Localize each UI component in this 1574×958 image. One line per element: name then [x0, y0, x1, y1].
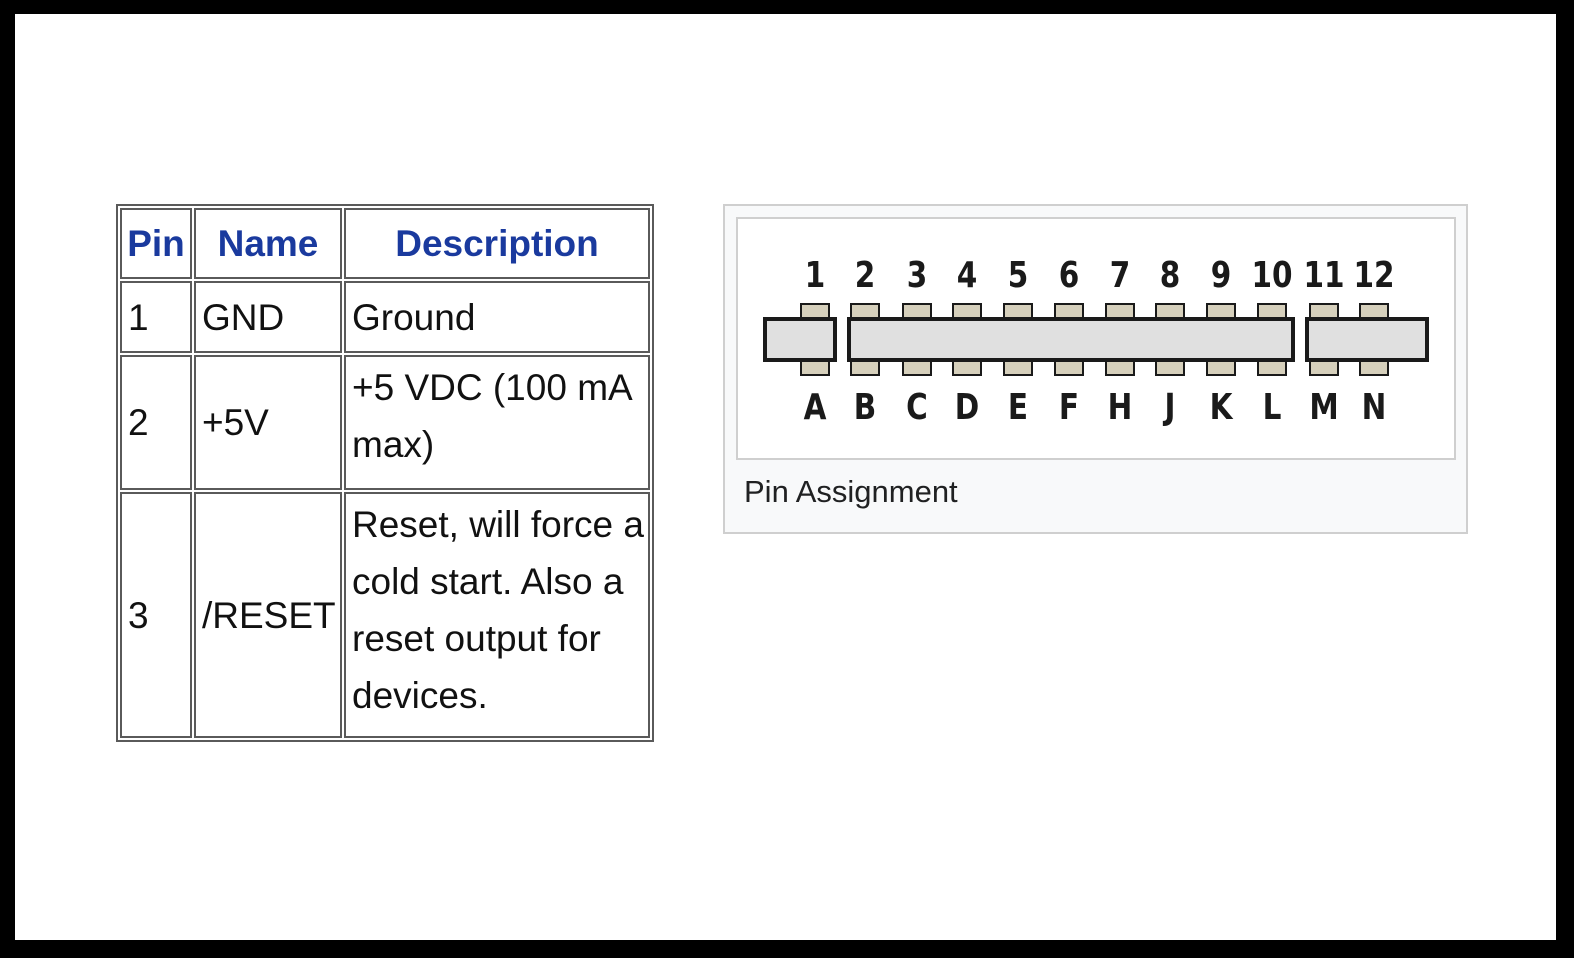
pin-number-label: 6 — [1059, 253, 1080, 296]
pin-number-label: 11 — [1303, 253, 1344, 296]
description-line: max) — [352, 424, 435, 465]
pin-letter-label: H — [1108, 385, 1133, 428]
connector-body-right — [1305, 317, 1429, 362]
pin-letter-label: A — [804, 385, 827, 428]
pin-letter-label: E — [1008, 385, 1028, 428]
page: Pin Name Description 1 GND Ground 2 +5V … — [15, 14, 1556, 940]
pin-letter-label: C — [906, 385, 928, 428]
pin-name: GND — [194, 281, 342, 353]
connector-body-left — [763, 317, 837, 362]
pin-number-label: 1 — [805, 253, 826, 296]
pin-letter-label: L — [1263, 385, 1282, 428]
connector-body-main — [847, 317, 1295, 362]
pin-number-label: 7 — [1110, 253, 1131, 296]
pin-letter-label: B — [854, 385, 877, 428]
pin-description: Reset, will force a cold start. Also a r… — [344, 492, 650, 738]
table-row: 2 +5V +5 VDC (100 mA max) — [120, 355, 650, 490]
pin-letter-label: K — [1210, 385, 1234, 428]
header-description: Description — [344, 208, 650, 279]
pin-number-label: 5 — [1008, 253, 1029, 296]
figure-caption: Pin Assignment — [744, 474, 958, 509]
table-header-row: Pin Name Description — [120, 208, 650, 279]
pin-number-label: 8 — [1160, 253, 1181, 296]
description-line: +5 VDC (100 mA — [352, 367, 633, 408]
pin-description: Ground — [344, 281, 650, 353]
pin-number-label: 3 — [907, 253, 928, 296]
pin-number-label: 2 — [855, 253, 876, 296]
pin-letter-label: J — [1163, 385, 1176, 428]
pin-letter-label: N — [1362, 385, 1387, 428]
header-pin: Pin — [120, 208, 192, 279]
pin-number-label: 9 — [1211, 253, 1232, 296]
pin-letter-label: F — [1059, 385, 1079, 428]
connector-diagram: 1A 2B 3C 4D 5E 6F 7H 8J 9K 10L 11M 12N — [763, 253, 1429, 428]
pin-number: 3 — [120, 492, 192, 738]
description-line: reset output for — [352, 618, 601, 659]
pin-letter-label: M — [1309, 385, 1338, 428]
pin-letter-label: D — [955, 385, 980, 428]
pin-number-label: 12 — [1353, 253, 1394, 296]
pin-name: /RESET — [194, 492, 342, 738]
pin-number-label: 4 — [957, 253, 978, 296]
header-name: Name — [194, 208, 342, 279]
pin-number: 1 — [120, 281, 192, 353]
pin-number: 2 — [120, 355, 192, 490]
pin-table: Pin Name Description 1 GND Ground 2 +5V … — [116, 204, 654, 742]
description-line: Ground — [352, 296, 476, 338]
pin-number-label: 10 — [1251, 253, 1292, 296]
description-line: cold start. Also a — [352, 561, 624, 602]
description-line: devices. — [352, 675, 488, 716]
pin-description: +5 VDC (100 mA max) — [344, 355, 650, 490]
description-line: Reset, will force a — [352, 504, 644, 545]
table-row: 1 GND Ground — [120, 281, 650, 353]
pin-name: +5V — [194, 355, 342, 490]
table-row: 3 /RESET Reset, will force a cold start.… — [120, 492, 650, 738]
